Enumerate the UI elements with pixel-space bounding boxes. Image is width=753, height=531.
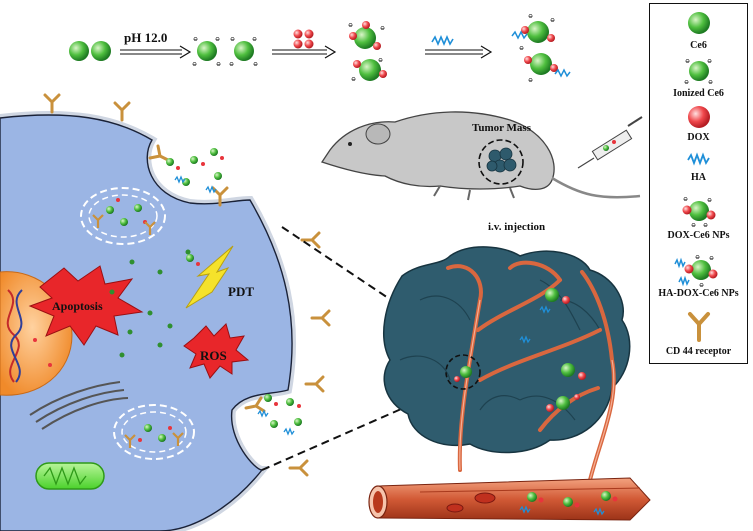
uptake-nps-bottom	[257, 394, 302, 436]
ros-burst	[183, 323, 250, 379]
arrow-icon	[425, 45, 493, 59]
legend-panel: Ce6 ⊖ ⊖ ⊖ ⊖ Ionized Ce6 DOX HA ⊖ ⊖ ⊖ ⊖ DOX-C…	[649, 3, 748, 364]
internal-nps	[106, 198, 200, 442]
legend-label: Ionized Ce6	[673, 88, 724, 99]
svg-text:⊖: ⊖	[685, 59, 690, 65]
legend-item	[650, 150, 747, 173]
svg-text:⊖: ⊖	[709, 256, 714, 262]
ionized-sphere-icon: ⊖ ⊖ ⊖ ⊖	[684, 59, 713, 86]
ros-label: ROS	[200, 348, 227, 363]
ha-dox-ce6-np: ⊖ ⊖ ⊖ ⊖	[511, 14, 571, 84]
svg-text:⊖: ⊖	[253, 62, 258, 68]
uptake-nps-top	[166, 148, 224, 194]
svg-text:⊖: ⊖	[703, 223, 708, 228]
blood-nps	[519, 491, 618, 516]
svg-text:⊖: ⊖	[528, 14, 533, 20]
ionized-ce6-sphere: ⊖ ⊖ ⊖ ⊖	[229, 37, 258, 68]
svg-text:⊖: ⊖	[348, 23, 353, 29]
ha-chain-icon	[431, 34, 454, 47]
cd44-receptors-membrane	[43, 93, 331, 477]
tumor-mass-label: Tumor Mass	[472, 122, 532, 134]
legend-item: ⊖ ⊖ ⊖ ⊖	[650, 194, 747, 233]
legend-label: HA	[691, 172, 706, 183]
svg-text:⊖: ⊖	[252, 37, 257, 43]
svg-text:⊖: ⊖	[695, 255, 700, 261]
golgi-icon	[29, 381, 129, 430]
svg-text:⊖: ⊖	[192, 62, 197, 68]
svg-text:⊖: ⊖	[708, 80, 713, 86]
tumor-mass-small	[486, 147, 517, 173]
svg-text:⊖: ⊖	[684, 80, 689, 86]
svg-text:⊖: ⊖	[691, 223, 696, 228]
dox-ce6-np-icon: ⊖ ⊖ ⊖ ⊖	[682, 197, 715, 229]
svg-text:⊖: ⊖	[550, 18, 555, 24]
svg-text:⊖: ⊖	[215, 37, 220, 43]
ha-dox-ce6-np-icon: ⊖ ⊖ ⊖	[673, 255, 717, 289]
apoptosis-burst	[28, 265, 144, 346]
injection-label: i.v. injection	[488, 221, 545, 233]
legend-label: HA-DOX-Ce6 NPs	[658, 288, 739, 299]
dna-icon	[6, 289, 20, 383]
mitochondrion-icon	[35, 462, 105, 490]
legend-label: DOX-Ce6 NPs	[667, 230, 730, 241]
legend-item	[650, 104, 747, 135]
internal-receptors	[92, 214, 184, 448]
legend-label: DOX	[687, 132, 710, 143]
tumor-nps	[454, 288, 586, 412]
svg-text:⊖: ⊖	[351, 77, 356, 83]
svg-text:⊖: ⊖	[707, 198, 712, 204]
legend-item: ⊖ ⊖ ⊖ ⊖	[650, 56, 747, 91]
endosome	[80, 187, 166, 245]
svg-text:⊖: ⊖	[519, 46, 524, 52]
svg-text:⊖: ⊖	[683, 197, 688, 203]
svg-text:⊖: ⊖	[528, 78, 533, 84]
svg-text:⊖: ⊖	[193, 37, 198, 43]
legend-item	[650, 308, 747, 347]
ionized-ce6-sphere: ⊖ ⊖ ⊖ ⊖	[192, 37, 221, 68]
syringe-icon	[577, 116, 643, 169]
legend-label: CD 44 receptor	[665, 346, 732, 357]
dox-ce6-np: ⊖ ⊖ ⊖ ⊖	[348, 21, 387, 83]
svg-text:⊖: ⊖	[378, 58, 383, 64]
dox-cluster	[293, 29, 314, 49]
legend-label: Ce6	[690, 40, 707, 51]
ce6-sphere	[69, 41, 89, 61]
lightning-icon	[185, 245, 234, 309]
tumor-mass	[383, 246, 631, 482]
ha-chain-icon	[686, 152, 710, 166]
svg-text:⊖: ⊖	[380, 26, 385, 32]
cancer-cell: Apoptosis PDT ROS	[0, 110, 297, 531]
mouse-illustration: Tumor Mass i.v. injection	[320, 111, 643, 233]
svg-text:⊖: ⊖	[707, 59, 712, 65]
cd44-receptor-icon	[687, 312, 710, 342]
pdt-label: PDT	[228, 284, 254, 299]
ph-label: pH 12.0	[124, 30, 167, 45]
svg-text:⊖: ⊖	[230, 37, 235, 43]
arrow-icon	[120, 45, 192, 59]
red-sphere-icon	[687, 106, 710, 128]
free-ce6-dots	[109, 249, 191, 358]
zoom-line	[281, 226, 437, 331]
process-row: pH 12.0 ⊖ ⊖ ⊖ ⊖ ⊖ ⊖ ⊖ ⊖	[69, 14, 571, 84]
svg-text:⊖: ⊖	[699, 283, 704, 288]
legend-item	[650, 10, 747, 41]
apoptosis-label: Apoptosis	[52, 299, 103, 313]
legend-item: ⊖ ⊖ ⊖	[650, 252, 747, 293]
svg-text:⊖: ⊖	[216, 62, 221, 68]
blood-vessel	[368, 477, 651, 521]
ce6-sphere	[91, 41, 111, 61]
arrow-icon	[272, 45, 337, 59]
green-sphere-icon	[687, 12, 710, 34]
svg-text:⊖: ⊖	[229, 62, 234, 68]
endosome	[113, 404, 195, 460]
